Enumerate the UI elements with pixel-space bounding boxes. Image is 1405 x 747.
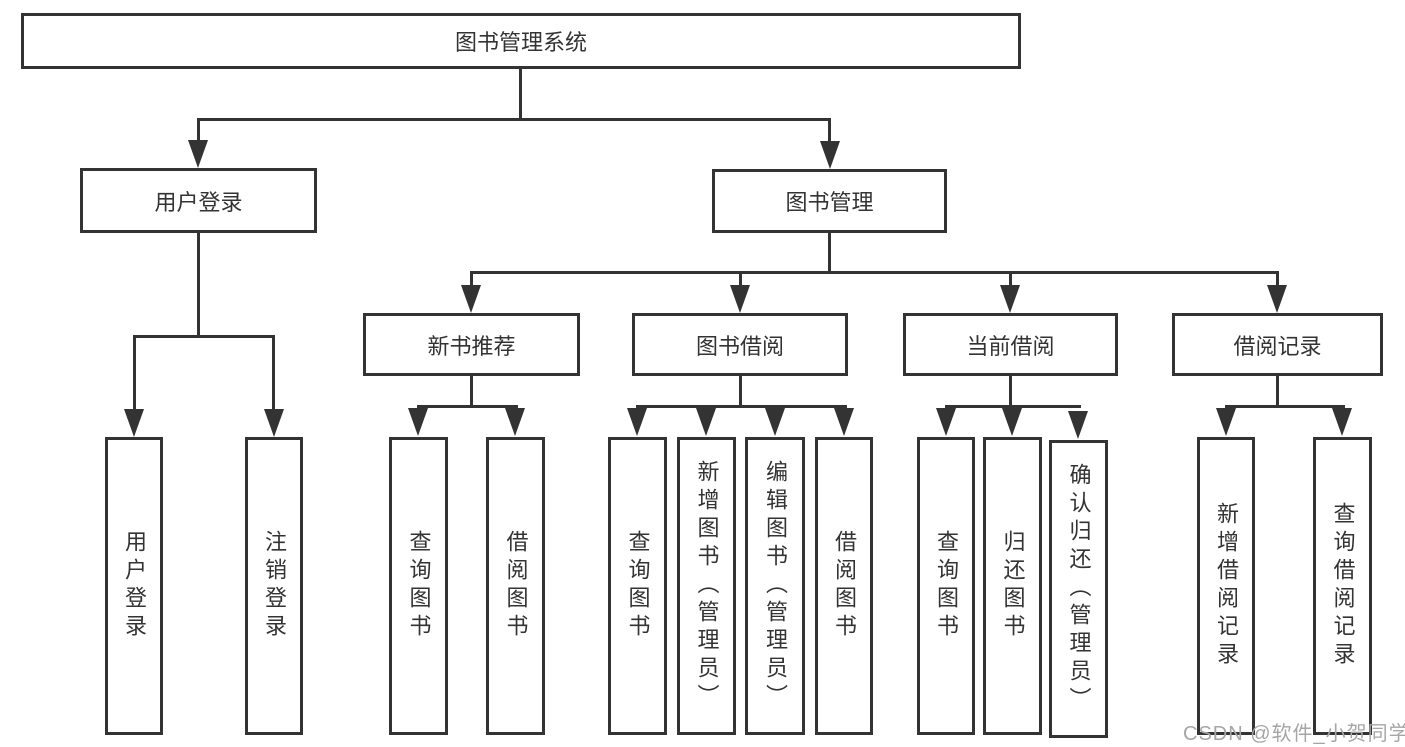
connector-current-borrowing-stem — [1009, 376, 1012, 407]
connector-borrowing-records-stem — [1276, 376, 1279, 407]
leaf-edit-books-admin: 编辑图书（管理员） — [745, 437, 805, 735]
node-book-borrowing: 图书借阅 — [632, 313, 848, 376]
arrow-down-new-book-recommend — [461, 285, 481, 313]
leaf-query-books-2: 查询图书 — [608, 437, 667, 735]
leaf-return-books: 归还图书 — [983, 437, 1042, 735]
node-user-login: 用户登录 — [80, 168, 317, 233]
node-book-management: 图书管理 — [712, 169, 947, 233]
connector-new-book-recommend-stem — [470, 376, 473, 407]
connector-drop-new-book-recommend — [470, 271, 473, 287]
node-root: 图书管理系统 — [21, 13, 1021, 69]
leaf-confirm-return-admin: 确认归还（管理员） — [1049, 440, 1108, 738]
arrow-down-borrowing-records — [1267, 285, 1287, 313]
node-new-book-recommend: 新书推荐 — [363, 313, 580, 376]
arrow-down-query-books-3 — [936, 408, 956, 436]
arrow-down-book-borrowing — [730, 285, 750, 313]
connector-level3-hline — [470, 271, 1278, 274]
arrow-down-user-login — [188, 140, 208, 168]
connector-root-stem — [519, 69, 522, 118]
connector-book-borrowing-hline — [636, 405, 847, 408]
arrow-down-current-borrowing — [1000, 285, 1020, 313]
arrow-down-add-borrow-record — [1216, 408, 1236, 436]
connector-drop-user-login — [197, 118, 200, 143]
connector-drop-borrowing-records — [1276, 271, 1279, 287]
arrow-down-return-books — [1002, 408, 1022, 436]
arrow-down-query-books-2 — [627, 408, 647, 436]
arrow-down-leaf-user-login — [124, 409, 144, 437]
leaf-add-borrow-record: 新增借阅记录 — [1197, 437, 1255, 735]
connector-book-borrowing-stem — [739, 376, 742, 407]
leaf-query-borrow-record: 查询借阅记录 — [1313, 437, 1372, 735]
leaf-borrow-books-1: 借阅图书 — [486, 437, 545, 735]
connector-drop-leaf-logout — [272, 335, 275, 413]
node-borrowing-records: 借阅记录 — [1172, 313, 1383, 376]
arrow-down-query-borrow-record — [1332, 408, 1352, 436]
connector-new-book-recommend-hline — [417, 405, 518, 408]
connector-book-management-stem — [828, 233, 831, 274]
leaf-logout-login: 注销登录 — [245, 437, 303, 735]
connector-root-hline — [197, 118, 831, 121]
node-current-borrowing: 当前借阅 — [903, 313, 1118, 376]
arrow-down-borrow-books-1 — [505, 408, 525, 436]
connector-drop-leaf-user-login — [133, 335, 136, 413]
arrow-down-leaf-logout — [264, 409, 284, 437]
connector-user-login-stem — [197, 233, 200, 337]
arrow-down-query-books-1 — [408, 408, 428, 436]
watermark: CSDN @软件_小贺同学 — [1183, 723, 1405, 745]
arrow-down-borrow-books-2 — [834, 408, 854, 436]
leaf-add-books-admin: 新增图书（管理员） — [677, 437, 736, 735]
connector-drop-book-management — [828, 118, 831, 144]
connector-current-borrowing-hline — [945, 405, 1081, 408]
leaf-user-login: 用户登录 — [105, 437, 163, 735]
connector-user-login-hline — [133, 335, 275, 338]
arrow-down-book-management — [820, 141, 840, 169]
leaf-query-books-1: 查询图书 — [389, 437, 448, 735]
arrow-down-edit-books — [765, 408, 785, 436]
connector-borrowing-records-hline — [1225, 405, 1345, 408]
leaf-query-books-3: 查询图书 — [917, 437, 975, 735]
arrow-down-confirm-return — [1068, 411, 1088, 439]
leaf-borrow-books-2: 借阅图书 — [815, 437, 873, 735]
arrow-down-add-books — [696, 408, 716, 436]
connector-drop-book-borrowing — [739, 271, 742, 287]
connector-drop-current-borrowing — [1009, 271, 1012, 287]
